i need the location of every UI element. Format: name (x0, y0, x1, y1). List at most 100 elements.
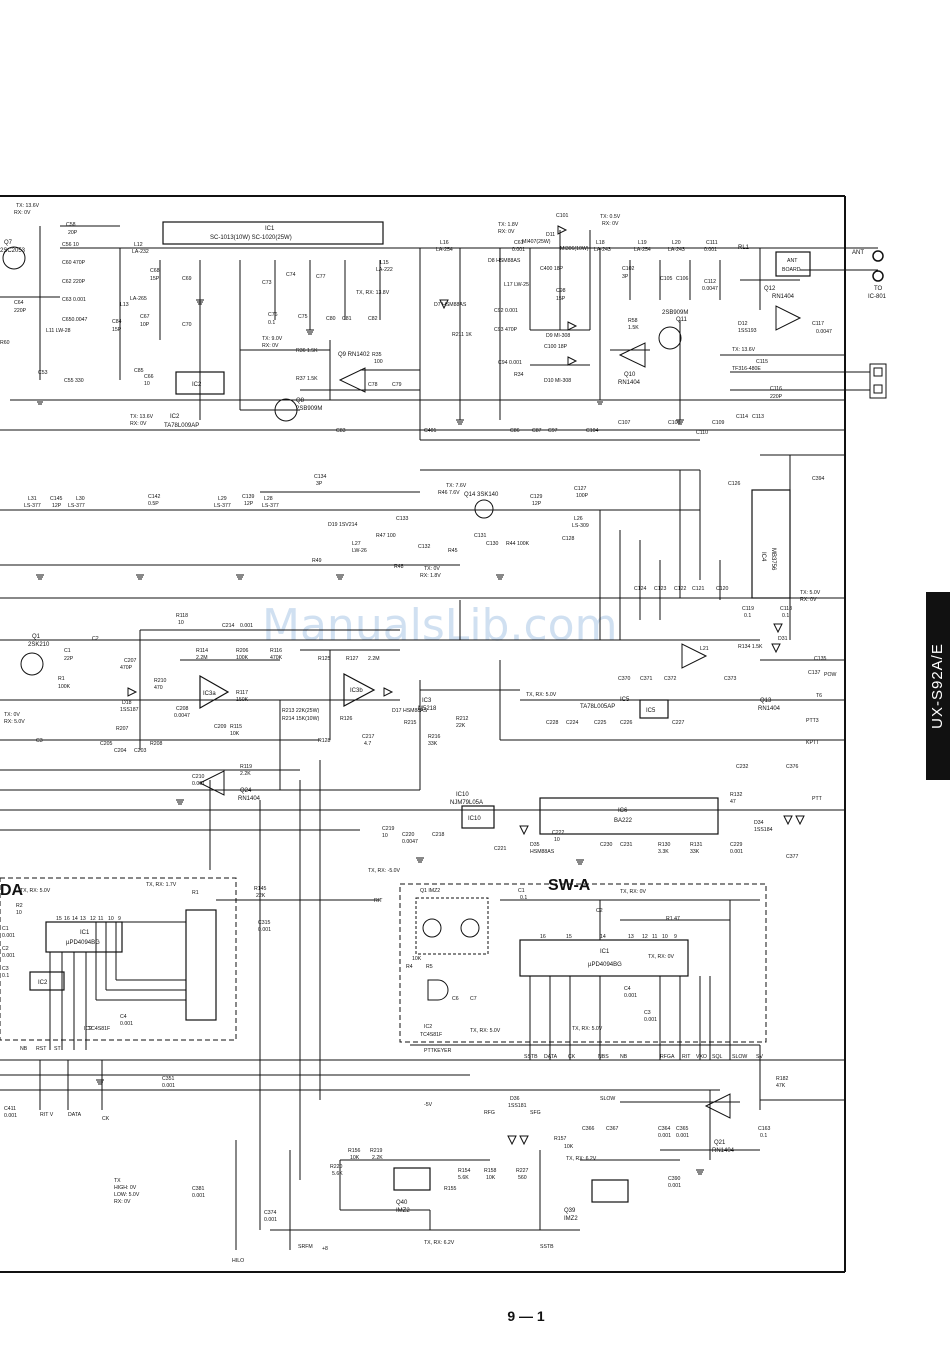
svg-text:14: 14 (600, 934, 606, 940)
svg-text:C102: C102 (622, 266, 635, 272)
svg-text:D31: D31 (778, 636, 788, 642)
svg-text:C108: C108 (668, 420, 681, 426)
svg-text:C122: C122 (674, 586, 687, 592)
svg-text:Q40: Q40 (396, 1200, 408, 1206)
svg-text:R212: R212 (456, 716, 469, 722)
svg-text:RX: 0V: RX: 0V (800, 597, 817, 603)
svg-text:DATA: DATA (544, 1054, 558, 1060)
svg-text:15P: 15P (556, 296, 566, 302)
svg-text:C94 0.001: C94 0.001 (498, 360, 522, 366)
svg-text:C129: C129 (530, 494, 543, 500)
svg-text:C394: C394 (812, 476, 825, 482)
svg-text:2SB909M: 2SB909M (296, 406, 322, 412)
svg-text:C106: C106 (676, 276, 689, 282)
svg-text:L17 LW-25: L17 LW-25 (504, 282, 529, 288)
svg-text:HSM88AS: HSM88AS (530, 849, 555, 855)
model-side-tab (926, 592, 950, 780)
transistor-q13: Q13 RN1404 (681, 643, 781, 712)
da-block: DA TX, RX: 5.0V TX, RX: 1.7V IC1 µPD4094… (0, 877, 383, 1122)
svg-text:RN1404: RN1404 (618, 380, 641, 386)
svg-text:IC2: IC2 (38, 980, 48, 986)
svg-text:C77: C77 (316, 274, 326, 280)
svg-text:IC2: IC2 (84, 1026, 92, 1032)
svg-text:0.5P: 0.5P (148, 501, 159, 507)
svg-text:TX, RX: 6.2V: TX, RX: 6.2V (424, 1240, 455, 1246)
transistor-q40: Q40 IMZ2 (393, 1167, 431, 1214)
svg-text:SRFM: SRFM (298, 1244, 313, 1250)
svg-text:IC-801: IC-801 (868, 294, 887, 300)
svg-text:0.001: 0.001 (658, 1133, 671, 1139)
svg-text:15: 15 (56, 916, 62, 922)
svg-text:0.001: 0.001 (704, 247, 717, 253)
svg-text:15: 15 (566, 934, 572, 940)
svg-text:C60 470P: C60 470P (62, 260, 86, 266)
svg-text:R1 47: R1 47 (666, 916, 680, 922)
svg-text:TA78L009AP: TA78L009AP (164, 423, 199, 429)
svg-text:C226: C226 (620, 720, 633, 726)
svg-text:C650.0047: C650.0047 (62, 317, 87, 323)
svg-text:R36 1.5K: R36 1.5K (296, 348, 318, 354)
svg-text:TX: 13.6V: TX: 13.6V (130, 414, 154, 420)
model-side-tab-label: UX-S92A/E (929, 643, 946, 729)
svg-text:33K: 33K (690, 849, 700, 855)
svg-text:0.001: 0.001 (162, 1083, 175, 1089)
svg-text:D35: D35 (530, 842, 540, 848)
svg-text:1.5K: 1.5K (628, 325, 639, 331)
svg-text:LA-243: LA-243 (594, 247, 611, 253)
svg-text:R4: R4 (406, 964, 413, 970)
svg-text:C217: C217 (362, 734, 375, 740)
svg-text:47K: 47K (776, 1083, 786, 1089)
ic3b-opamp: IC3b IC3 M5218 (343, 673, 437, 712)
svg-text:C210: C210 (192, 774, 205, 780)
svg-text:C92 0.001: C92 0.001 (494, 308, 518, 314)
ic2-regulator: IC2 IC2 TA78L009AP (164, 371, 225, 429)
svg-text:C2: C2 (2, 946, 9, 952)
svg-text:10: 10 (554, 837, 560, 843)
svg-text:C98: C98 (556, 288, 566, 294)
svg-text:POW: POW (824, 672, 836, 678)
svg-text:R155: R155 (444, 1186, 457, 1192)
svg-text:TX: 5.0V: TX: 5.0V (800, 590, 821, 596)
svg-text:C132: C132 (418, 544, 431, 550)
svg-text:C227: C227 (672, 720, 685, 726)
svg-text:11: 11 (98, 916, 103, 922)
svg-text:C133: C133 (396, 516, 409, 522)
svg-text:PTT3: PTT3 (806, 718, 819, 724)
svg-text:16: 16 (64, 916, 70, 922)
diodes (127, 225, 805, 1146)
svg-text:C351: C351 (162, 1076, 175, 1082)
svg-text:C370: C370 (618, 676, 631, 682)
svg-text:R208: R208 (150, 741, 163, 747)
svg-text:R114: R114 (196, 648, 208, 654)
svg-text:0.1: 0.1 (744, 613, 751, 619)
svg-text:LS-377: LS-377 (214, 503, 231, 509)
lower-component-labels: TX, RX: 5.0V C228 C224 C225 C226 C227 C2… (368, 692, 823, 874)
svg-text:C114: C114 (736, 414, 748, 420)
svg-text:LA-232: LA-232 (132, 249, 149, 255)
svg-text:R119: R119 (240, 764, 252, 770)
svg-text:RX: 0V: RX: 0V (130, 421, 147, 427)
transistor-q7: Q7 2SC2053 (0, 240, 26, 270)
svg-text:22K: 22K (456, 723, 466, 729)
svg-text:1SS181: 1SS181 (508, 1103, 527, 1109)
svg-text:TX: TX (114, 1178, 121, 1184)
svg-text:0.0047: 0.0047 (816, 329, 832, 335)
svg-text:0.0047: 0.0047 (702, 286, 718, 292)
transistor-q24: Q24 RN1404 (198, 770, 261, 802)
svg-text:C205: C205 (100, 741, 113, 747)
svg-text:L21: L21 (700, 646, 709, 652)
middle-wiring (0, 454, 845, 1230)
svg-text:0.001: 0.001 (624, 993, 637, 999)
svg-text:C3: C3 (2, 966, 9, 972)
svg-text:C7: C7 (470, 996, 477, 1002)
svg-text:C97: C97 (548, 428, 558, 434)
svg-text:R213 22K(25W): R213 22K(25W) (282, 708, 319, 714)
svg-text:C100 18P: C100 18P (544, 344, 568, 350)
svg-text:9: 9 (118, 916, 121, 922)
svg-text:IC1: IC1 (80, 930, 90, 936)
svg-text:0.1: 0.1 (268, 320, 275, 326)
svg-text:C82: C82 (368, 316, 378, 322)
svg-text:2SB909M: 2SB909M (662, 310, 688, 316)
svg-text:TX: 0V: TX: 0V (4, 712, 20, 718)
svg-text:1SS184: 1SS184 (754, 827, 773, 833)
